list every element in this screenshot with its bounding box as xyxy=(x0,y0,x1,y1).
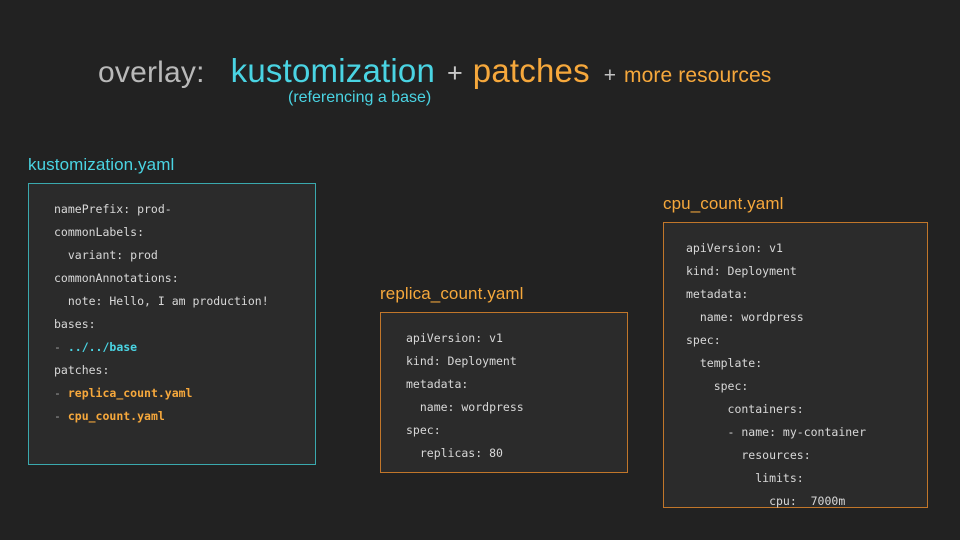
code-line: commonLabels: xyxy=(54,221,315,244)
code-line-text: replica_count.yaml xyxy=(67,386,193,400)
code-line: containers: xyxy=(686,398,927,421)
code-line: name: wordpress xyxy=(406,396,627,419)
code-line-text: variant: prod xyxy=(54,248,158,262)
title-term-patches: patches xyxy=(472,52,590,89)
code-line-text: spec: xyxy=(686,333,721,347)
code-line: apiVersion: v1 xyxy=(686,237,927,260)
code-line: spec: xyxy=(686,329,927,352)
code-line-text: apiVersion: v1 xyxy=(406,331,503,345)
code-line-text: containers: xyxy=(686,402,804,416)
code-line: limits: xyxy=(686,467,927,490)
code-list-dash: - xyxy=(54,340,68,354)
code-list-dash: - xyxy=(54,386,68,400)
panel-replica-count: replica_count.yaml apiVersion: v1 kind: D… xyxy=(380,284,628,473)
code-line: replicas: 80 xyxy=(406,442,627,465)
code-line-text: commonAnnotations: xyxy=(54,271,179,285)
code-line-text: commonLabels: xyxy=(54,225,145,239)
code-line: commonAnnotations: xyxy=(54,267,315,290)
panel-label-cpu-count: cpu_count.yaml xyxy=(663,194,784,213)
code-line-text: cpu_count.yaml xyxy=(67,409,165,423)
code-line-text: name: wordpress xyxy=(406,400,524,414)
slide-title: overlay: kustomization + patches + more … xyxy=(98,52,771,90)
code-line: spec: xyxy=(686,375,927,398)
code-line: - ../../base xyxy=(54,336,315,359)
code-content-kustomization: namePrefix: prod-commonLabels: variant: … xyxy=(54,198,315,428)
code-line: name: wordpress xyxy=(686,306,927,329)
title-plus-second: + xyxy=(603,64,617,87)
code-line-text: metadata: xyxy=(406,377,469,391)
code-line: template: xyxy=(686,352,927,375)
code-line: spec: xyxy=(406,419,627,442)
panel-kustomization: kustomization.yaml namePrefix: prod-comm… xyxy=(28,155,316,465)
panel-label-replica-count: replica_count.yaml xyxy=(380,284,524,303)
title-prefix: overlay: xyxy=(98,56,205,89)
code-line: - name: my-container xyxy=(686,421,927,444)
code-line-text: - name: my-container xyxy=(686,425,867,439)
code-line: - cpu_count.yaml xyxy=(54,405,315,428)
code-line-text: ../../base xyxy=(67,340,138,354)
title-plus-first: + xyxy=(447,58,463,88)
code-box-kustomization: namePrefix: prod-commonLabels: variant: … xyxy=(28,183,316,465)
code-list-dash: - xyxy=(54,409,68,423)
code-line: namePrefix: prod- xyxy=(54,198,315,221)
code-line-text: spec: xyxy=(686,379,749,393)
code-line: kind: Deployment xyxy=(406,350,627,373)
code-line-text: resources: xyxy=(686,448,811,462)
code-line-text: namePrefix: prod- xyxy=(54,202,172,216)
code-line: metadata: xyxy=(406,373,627,396)
code-line-text: template: xyxy=(686,356,763,370)
code-line: cpu: 7000m xyxy=(686,490,927,513)
code-line: metadata: xyxy=(686,283,927,306)
code-line: - replica_count.yaml xyxy=(54,382,315,405)
code-line: kind: Deployment xyxy=(686,260,927,283)
code-line-text: metadata: xyxy=(686,287,749,301)
code-line: apiVersion: v1 xyxy=(406,327,627,350)
code-line: variant: prod xyxy=(54,244,315,267)
title-term-kustomization: kustomization xyxy=(230,52,436,89)
code-line-text: note: Hello, I am production! xyxy=(54,294,269,308)
code-line-text: spec: xyxy=(406,423,441,437)
code-line: note: Hello, I am production! xyxy=(54,290,315,313)
panel-label-kustomization: kustomization.yaml xyxy=(28,155,175,174)
code-line: patches: xyxy=(54,359,315,382)
panel-cpu-count: cpu_count.yaml apiVersion: v1 kind: Deplo… xyxy=(663,194,928,508)
code-line: bases: xyxy=(54,313,315,336)
code-line-text: apiVersion: v1 xyxy=(686,241,783,255)
code-line: resources: xyxy=(686,444,927,467)
code-line-text: kind: Deployment xyxy=(406,354,517,368)
code-line-text: name: wordpress xyxy=(686,310,804,324)
title-term-more-resources: more resources xyxy=(624,64,772,87)
title-subtitle: (referencing a base) xyxy=(288,89,432,106)
code-line-text: replicas: 80 xyxy=(406,446,503,460)
code-line-text: kind: Deployment xyxy=(686,264,797,278)
code-line-text: limits: xyxy=(686,471,804,485)
code-line-text: bases: xyxy=(54,317,96,331)
code-line-text: cpu: 7000m xyxy=(686,494,846,508)
code-line-text: patches: xyxy=(54,363,110,377)
